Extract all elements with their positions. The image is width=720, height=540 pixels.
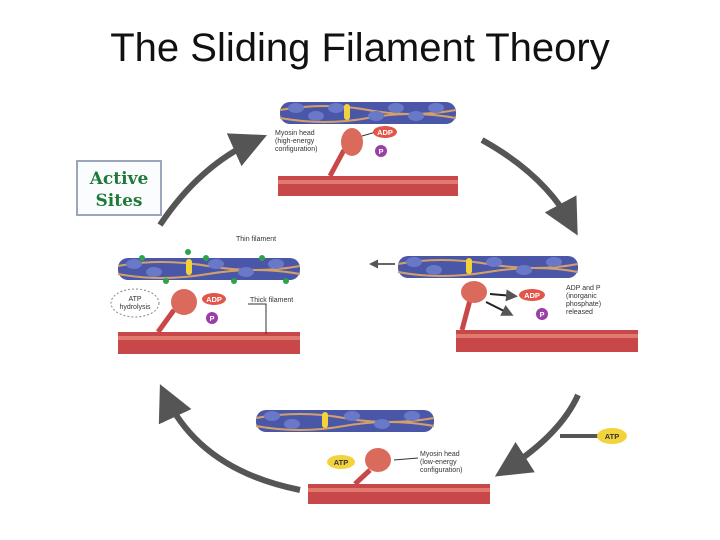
thick-filament-label: Thick filament <box>250 297 293 304</box>
myosin-head-label-top-2: (high-energy <box>275 138 315 145</box>
thin-filament-right <box>397 256 579 278</box>
thick-filament-left <box>118 332 300 354</box>
active-sites-label-box: Active Sites <box>76 160 162 216</box>
phosphate-label-right: P <box>539 310 544 319</box>
atp-hydrolysis-label-1: ATP <box>128 296 141 303</box>
atp-hydrolysis-bubble <box>110 288 160 318</box>
released-label-3: phosphate) <box>566 301 601 308</box>
released-label-1: ADP and P <box>566 285 601 292</box>
atp-label-cycle: ATP <box>605 432 619 441</box>
released-label-4: released <box>566 309 593 316</box>
cycle-arrow-top-right <box>480 137 578 236</box>
adp-label-left: ADP <box>206 295 222 304</box>
adp-badge-right <box>519 289 545 301</box>
thick-filament-bottom <box>308 484 490 504</box>
myosin-head-left <box>171 289 197 315</box>
cycle-arrow-right-bottom <box>494 393 581 477</box>
thick-filament-top <box>278 176 458 196</box>
myosin-neck-left <box>155 308 177 334</box>
atp-label-bottom: ATP <box>334 458 348 467</box>
cycle-arrow-left-top <box>157 133 267 227</box>
cycle-arrow-bottom-left <box>158 384 301 493</box>
adp-badge-top <box>373 126 397 138</box>
phosphate-badge-left <box>206 312 218 324</box>
thin-filament-left <box>117 249 301 284</box>
myosin-neck-top <box>327 148 347 178</box>
thin-filament-bottom <box>255 410 435 432</box>
stage-left: Thin filament ADP P ATP hydrolysis Thick… <box>110 236 301 354</box>
adp-label-top: ADP <box>377 128 393 137</box>
phosphate-badge-top <box>375 145 387 157</box>
phosphate-badge-right <box>536 308 548 320</box>
thin-filament-top <box>279 102 457 124</box>
phosphate-label-top: P <box>378 147 383 156</box>
slide-title: The Sliding Filament Theory <box>110 26 610 70</box>
myosin-head-label-bottom-1: Myosin head <box>420 451 460 458</box>
atp-hydrolysis-label-2: hydrolysis <box>119 304 151 311</box>
phosphate-label-left: P <box>209 314 214 323</box>
active-sites-label: Active Sites <box>89 169 149 211</box>
myosin-neck-bottom <box>353 468 372 486</box>
released-label-2: (inorganic <box>566 293 597 300</box>
adp-label-right: ADP <box>524 291 540 300</box>
myosin-head-label-top-3: configuration) <box>275 146 317 153</box>
myosin-neck-right <box>459 299 473 331</box>
adp-badge-left <box>202 293 226 305</box>
atp-badge-bottom <box>327 455 355 469</box>
myosin-head-label-top-1: Myosin head <box>275 130 315 137</box>
myosin-head-top <box>341 128 363 156</box>
thin-filament-label: Thin filament <box>236 236 276 243</box>
stage-top: ADP P Myosin head (high-energy configura… <box>275 102 458 196</box>
stage-bottom: ATP Myosin head (low-energy configuratio… <box>255 410 490 504</box>
myosin-head-bottom <box>365 448 391 472</box>
thick-filament-right <box>456 330 638 352</box>
stage-right: ADP P ADP and P (inorganic phosphate) re… <box>369 256 638 352</box>
myosin-head-right <box>461 281 487 303</box>
atp-badge-cycle <box>597 428 627 444</box>
myosin-head-label-bottom-3: configuration) <box>420 467 462 474</box>
myosin-head-label-bottom-2: (low-energy <box>420 459 457 466</box>
